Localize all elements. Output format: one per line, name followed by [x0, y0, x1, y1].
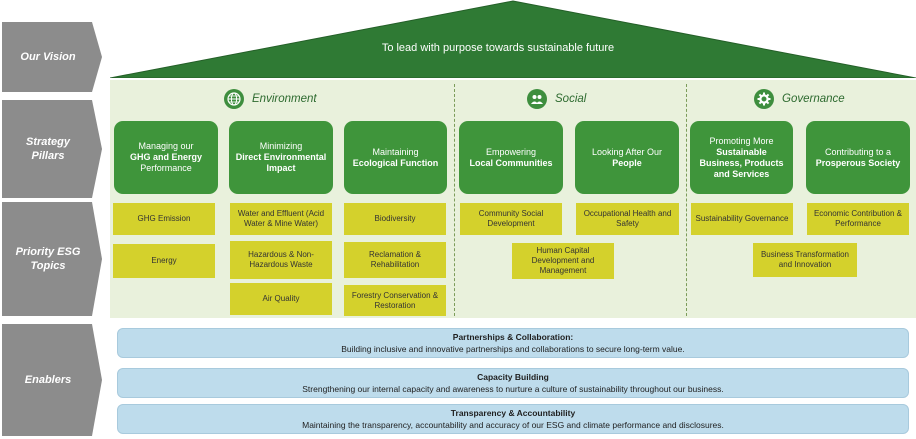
side-label-enablers: Enablers: [2, 324, 102, 436]
side-label-enablers-text: Enablers: [24, 374, 72, 386]
side-label-topics: Priority ESG Topics: [2, 202, 102, 316]
pillar-ecological-function: Maintaining Ecological Function: [344, 121, 447, 194]
pillar-text: Contributing to a: [824, 146, 892, 157]
topic-business-transformation: Business Transformation and Innovation: [753, 243, 857, 277]
vision-roof: [110, 0, 916, 78]
pillar-text-bold: Prosperous Society: [815, 157, 901, 168]
topic-ghg-emission: GHG Emission: [113, 203, 215, 235]
enabler-title: Capacity Building: [477, 372, 549, 382]
pillar-text-bold: GHG and Energy: [129, 152, 202, 162]
topic-water-effluent: Water and Effluent (Acid Water & Mine Wa…: [230, 203, 332, 235]
pillar-text: Looking After Our: [591, 146, 663, 157]
enabler-capacity-building: Capacity Building Strengthening our inte…: [117, 368, 909, 398]
side-label-vision-text: Our Vision: [20, 51, 76, 63]
topic-community-social: Community Social Development: [460, 203, 562, 235]
people-icon: [527, 89, 547, 109]
side-label-pillars: Strategy Pillars: [2, 100, 102, 198]
side-label-vision: Our Vision: [2, 22, 102, 92]
heading-environment-label: Environment: [252, 93, 317, 105]
heading-social-label: Social: [555, 93, 587, 105]
topic-air-quality: Air Quality: [230, 283, 332, 315]
pillar-text-bold: Local Communities: [469, 157, 553, 168]
pillar-environmental-impact: Minimizing Direct Environmental Impact: [229, 121, 333, 194]
divider-env-social: [454, 84, 455, 316]
pillar-text-bold: Ecological Function: [352, 157, 439, 168]
pillar-ghg-energy: Managing our GHG and Energy Performance: [114, 121, 218, 194]
enabler-title: Partnerships & Collaboration:: [452, 332, 574, 342]
divider-social-gov: [686, 84, 687, 316]
pillar-text: Empowering: [485, 146, 537, 157]
pillar-text-bold: Sustainable Business, Products and Servi…: [699, 146, 784, 179]
topic-reclamation: Reclamation & Rehabilitation: [344, 242, 446, 278]
enabler-description: Strengthening our internal capacity and …: [302, 384, 724, 394]
pillar-sustainable-business: Promoting More Sustainable Business, Pro…: [690, 121, 793, 194]
topic-hazardous-waste: Hazardous & Non-Hazardous Waste: [230, 241, 332, 279]
side-label-pillars-text: Strategy Pillars: [25, 136, 71, 162]
topic-human-capital: Human Capital Development and Management: [512, 243, 614, 279]
pillar-prosperous-society: Contributing to a Prosperous Society: [806, 121, 910, 194]
topic-economic-contribution: Economic Contribution & Performance: [807, 203, 909, 235]
globe-icon: [224, 89, 244, 109]
topic-ohs: Occupational Health and Safety: [576, 203, 679, 235]
enabler-title: Transparency & Accountability: [450, 408, 576, 418]
pillar-text-bold: Direct Environmental Impact: [235, 152, 327, 173]
gear-icon: [754, 89, 774, 109]
pillar-our-people: Looking After Our People: [575, 121, 679, 194]
pillar-text: Managing our: [138, 141, 194, 151]
topic-energy: Energy: [113, 244, 215, 278]
heading-governance-label: Governance: [782, 93, 845, 105]
pillar-text: Promoting More: [709, 135, 774, 146]
heading-environment: Environment: [224, 89, 317, 109]
pillar-text: Maintaining: [372, 146, 419, 157]
enabler-partnerships: Partnerships & Collaboration: Building i…: [117, 328, 909, 358]
topic-sustainability-governance: Sustainability Governance: [691, 203, 793, 235]
heading-governance: Governance: [754, 89, 845, 109]
vision-statement: To lead with purpose towards sustainable…: [381, 42, 615, 54]
pillar-text: Performance: [140, 163, 192, 173]
topic-biodiversity: Biodiversity: [344, 203, 446, 235]
pillar-local-communities: Empowering Local Communities: [459, 121, 563, 194]
topic-forestry: Forestry Conservation & Restoration: [344, 285, 446, 316]
pillar-text-bold: People: [612, 157, 642, 168]
enabler-description: Building inclusive and innovative partne…: [341, 344, 685, 354]
heading-social: Social: [527, 89, 586, 109]
enabler-transparency: Transparency & Accountability Maintainin…: [117, 404, 909, 434]
pillar-text: Minimizing: [259, 141, 303, 151]
side-label-topics-text: Priority ESG Topics: [15, 246, 81, 272]
enabler-description: Maintaining the transparency, accountabi…: [302, 420, 724, 430]
